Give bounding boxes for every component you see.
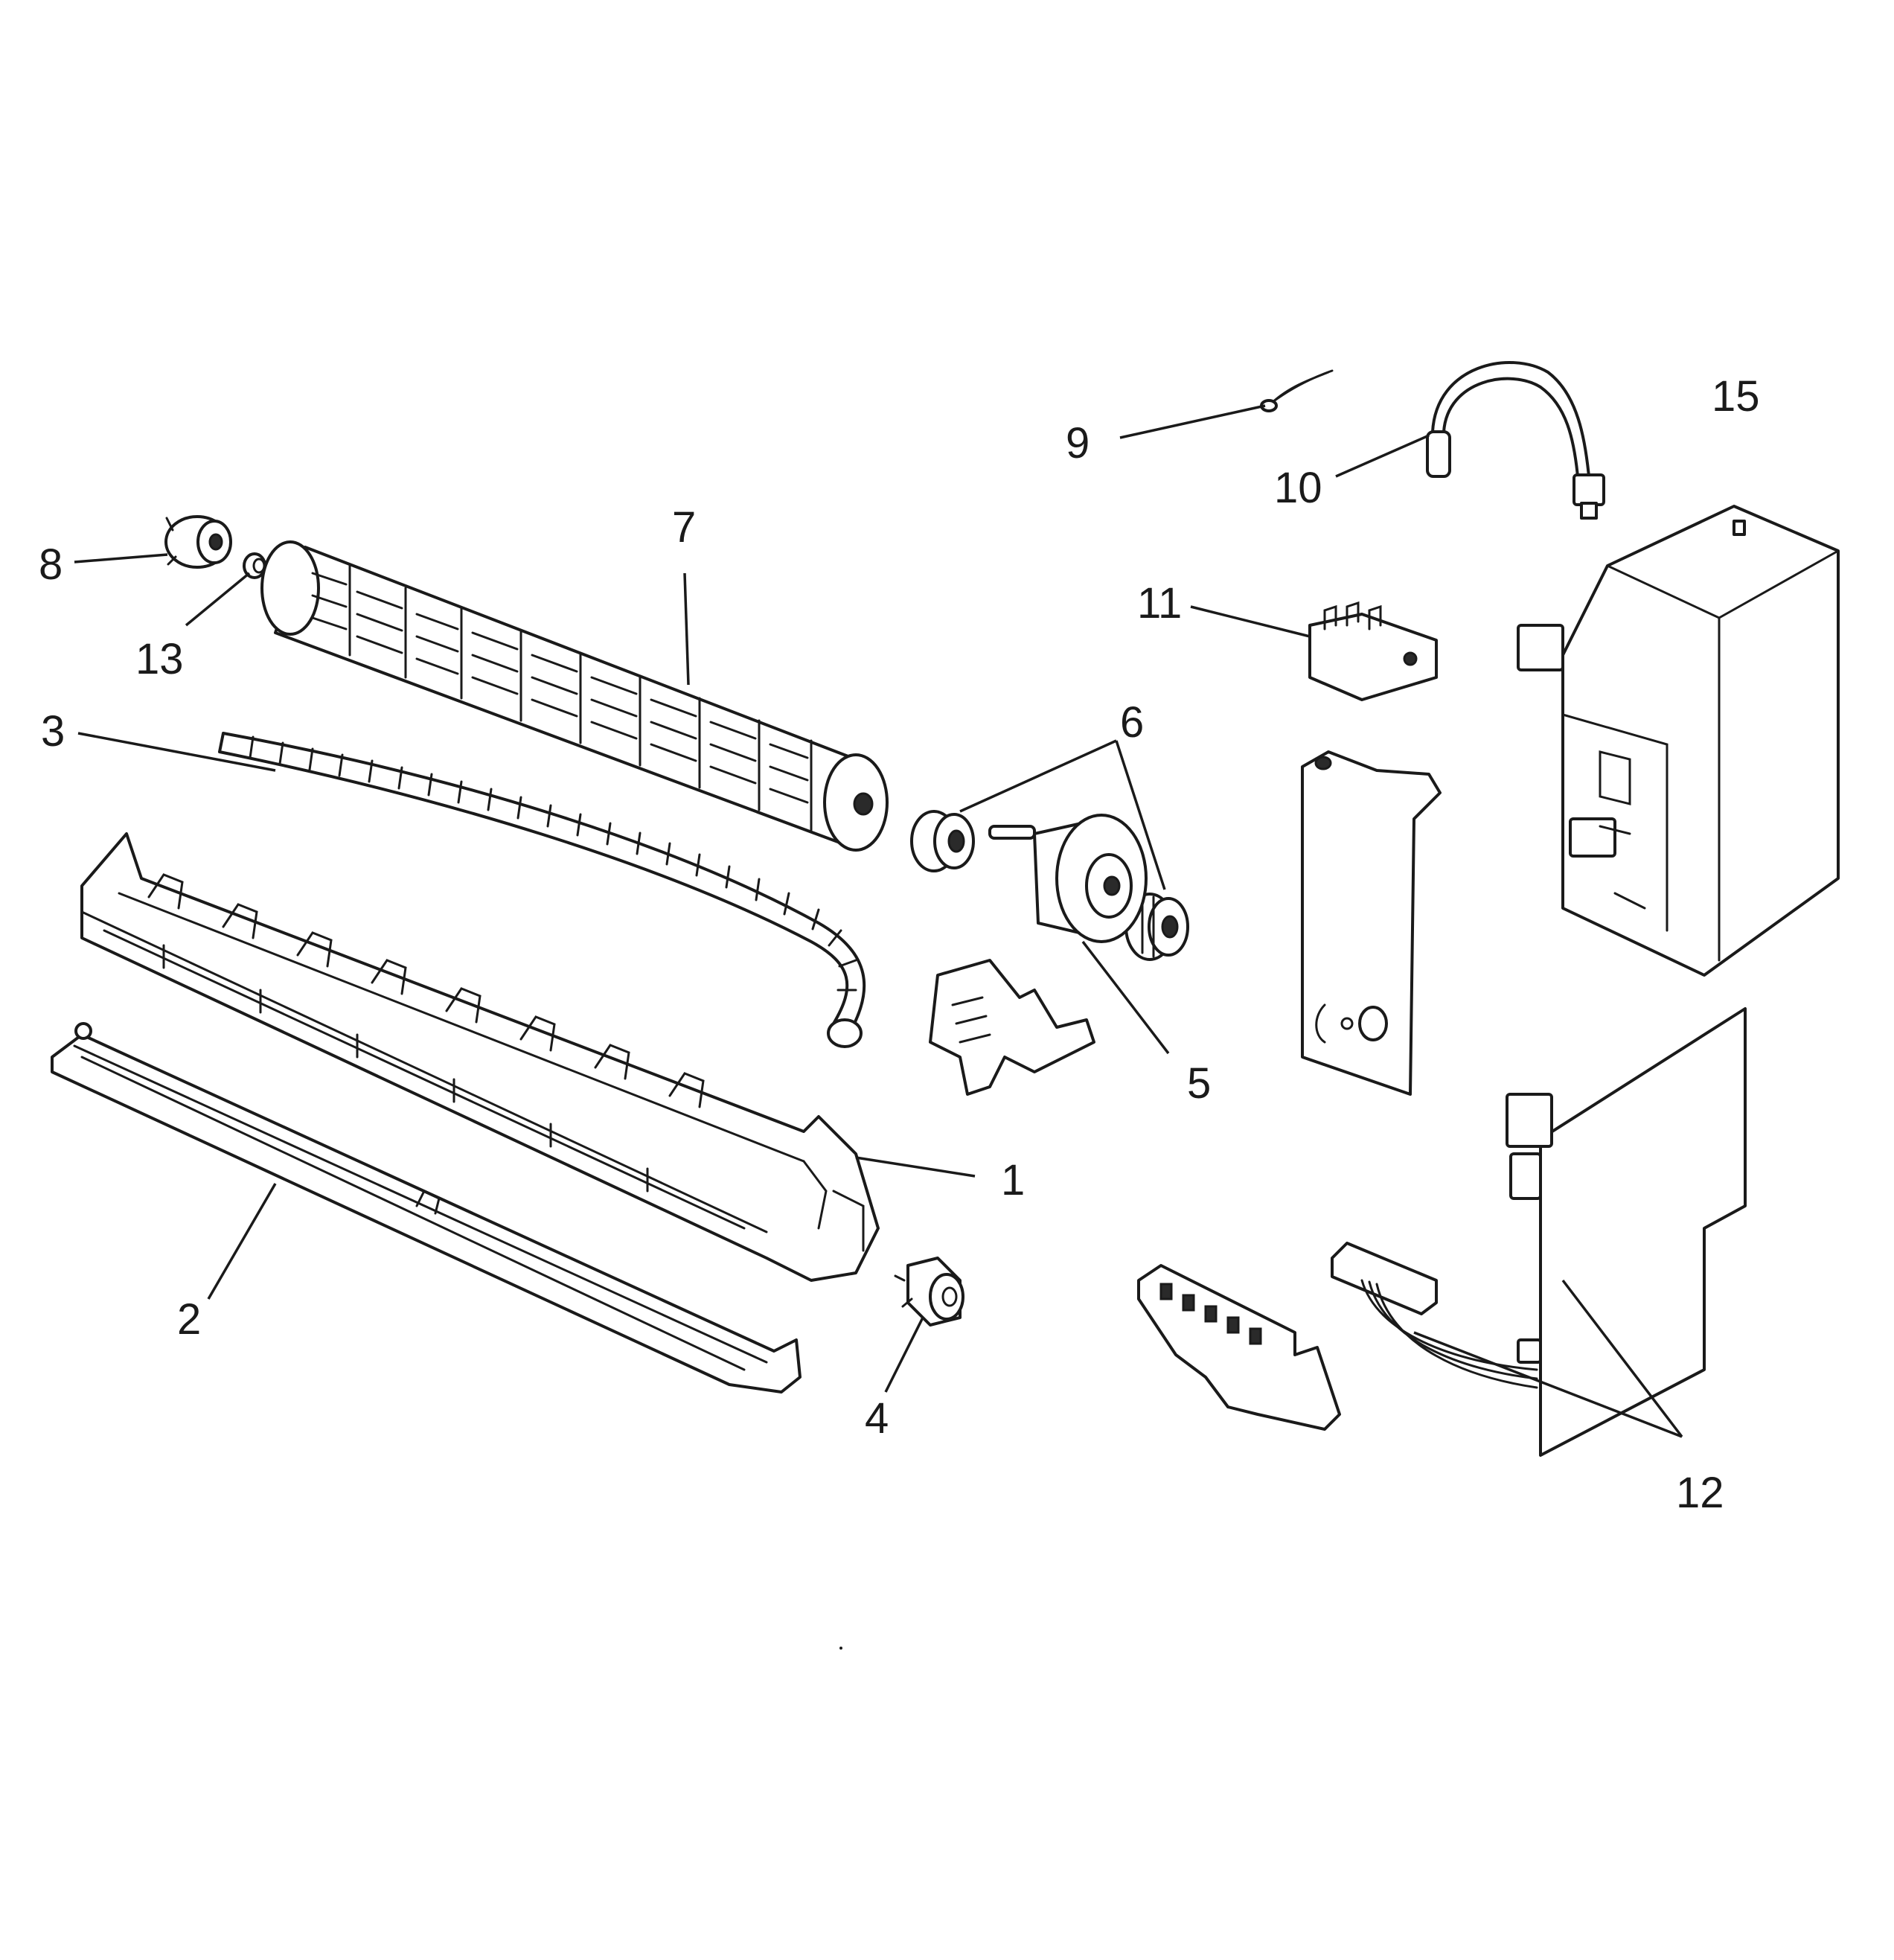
part-2-louver xyxy=(51,1022,802,1394)
leader-3 xyxy=(77,732,276,772)
callout-4: 4 xyxy=(865,1394,889,1443)
callout-13: 13 xyxy=(135,635,184,683)
control-box-cover xyxy=(1301,750,1442,1096)
leader-12b xyxy=(1413,1331,1683,1438)
callout-3: 3 xyxy=(41,707,65,756)
part-3-drain-hose xyxy=(218,732,866,1048)
leader-6a xyxy=(959,739,1117,813)
leader-1 xyxy=(855,1156,976,1178)
callout-7: 7 xyxy=(672,503,696,552)
leader-12a xyxy=(1561,1279,1683,1438)
callout-6: 6 xyxy=(1120,698,1144,747)
part-1-drain-pan xyxy=(80,832,880,1282)
part-10-sensor-harness xyxy=(1426,361,1605,520)
leader-13 xyxy=(185,572,251,627)
leader-4 xyxy=(884,1317,924,1393)
callout-11: 11 xyxy=(1137,579,1182,628)
part-5-fan-motor xyxy=(988,814,1148,943)
callout-15: 15 xyxy=(1712,372,1760,421)
motor-bracket xyxy=(929,959,1095,1096)
leader-9 xyxy=(1119,404,1266,439)
callout-labels: 1 2 3 4 5 6 7 8 9 10 11 12 13 15 xyxy=(39,372,1760,1517)
leader-5 xyxy=(1081,940,1170,1055)
part-12-main-pcb xyxy=(1506,1007,1747,1457)
part-4-stepping-motor xyxy=(894,1257,964,1327)
leader-8 xyxy=(74,553,168,564)
leader-10 xyxy=(1335,434,1430,478)
leader-6b xyxy=(1115,740,1166,890)
callout-5: 5 xyxy=(1187,1059,1211,1108)
stray-dot-mark xyxy=(839,1647,842,1650)
part-6-rubber-mount-a xyxy=(910,810,975,872)
part-13-bushing xyxy=(243,552,266,579)
callout-8: 8 xyxy=(39,540,63,589)
leader-2 xyxy=(207,1183,277,1300)
callout-2: 2 xyxy=(177,1295,201,1344)
part-11-terminal-block xyxy=(1308,601,1438,701)
leader-7 xyxy=(683,572,690,686)
callout-10: 10 xyxy=(1274,464,1322,512)
part-6-rubber-mount-b xyxy=(1124,893,1189,961)
callout-9: 9 xyxy=(1066,419,1090,467)
part-12-display-pcb xyxy=(1137,1242,1538,1431)
part-8-bearing-holder xyxy=(164,515,232,569)
part-9-lead-wire xyxy=(1260,369,1334,412)
part-15-control-box xyxy=(1517,505,1840,977)
leader-11 xyxy=(1190,605,1311,638)
part-7-blower-wheel xyxy=(260,540,889,852)
callout-1: 1 xyxy=(1001,1156,1025,1204)
callout-12: 12 xyxy=(1676,1469,1724,1517)
leader-lines xyxy=(74,404,1683,1438)
